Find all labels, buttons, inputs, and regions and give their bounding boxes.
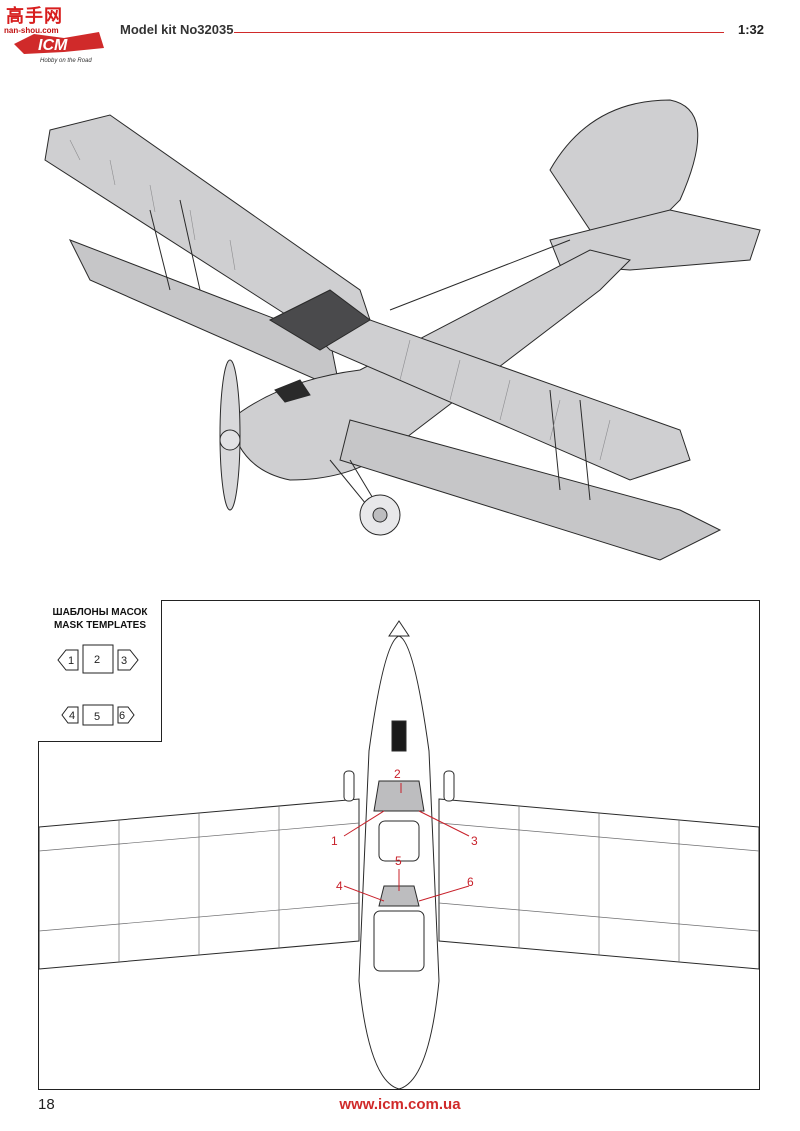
logo-text: ICM	[38, 37, 68, 54]
icm-logo-graphic: ICM Hobby on the Road	[14, 32, 104, 64]
plan-view-frame	[38, 600, 760, 1090]
header-rule	[234, 32, 724, 33]
upper-wing	[44, 114, 691, 481]
template-1	[57, 649, 79, 671]
page-header: ICM Hobby on the Road 高手网 nan-shou.com M…	[0, 0, 800, 70]
template-3	[117, 649, 139, 671]
footer-url[interactable]: www.icm.com.ua	[339, 1096, 461, 1113]
cockpit-rear	[378, 820, 420, 862]
lower-right-wing	[339, 419, 722, 561]
watermark-url: nan-shou.com	[4, 26, 59, 35]
watermark: 高手网	[6, 6, 63, 26]
kit-number: Model kit No32035	[120, 22, 234, 37]
title-ru: ШАБЛОНЫ МАСОК	[52, 607, 148, 618]
plan-view-illustration: 2 1 3 5 4 6	[39, 620, 759, 1089]
nose-plan	[388, 620, 410, 637]
template-4	[61, 706, 79, 724]
template-label-6: 6	[119, 710, 125, 722]
callout-3: 3	[471, 834, 478, 848]
logo-tagline: Hobby on the Road	[40, 58, 92, 64]
cowling-dark	[391, 720, 407, 752]
template-label-4: 4	[69, 710, 75, 722]
template-label-2: 2	[94, 654, 100, 666]
template-2	[82, 644, 114, 674]
template-5	[82, 704, 114, 726]
front-windscreen	[373, 780, 425, 812]
callout-4: 4	[336, 879, 343, 893]
center-section-dark	[268, 289, 371, 351]
page-number: 18	[38, 1096, 55, 1113]
callout-5: 5	[395, 854, 402, 868]
biplane-isometric-illustration	[44, 99, 761, 561]
title-en: MASK TEMPLATES	[53, 620, 147, 631]
tail-fin	[549, 99, 699, 241]
cockpit-aft	[373, 910, 425, 972]
mask-template-shapes: 1 2 3 4 5 6	[57, 644, 139, 726]
callout-6: 6	[467, 875, 474, 889]
mask-templates-title: ШАБЛОНЫ МАСОК MASK TEMPLATES	[38, 606, 162, 632]
template-label-3: 3	[121, 655, 127, 667]
callout-1: 1	[331, 834, 338, 848]
callout-2: 2	[394, 767, 401, 781]
spinner	[219, 429, 241, 451]
scale-label: 1:32	[737, 22, 764, 37]
mask-templates-box: ШАБЛОНЫ МАСОК MASK TEMPLATES 1 2 3 4 5 6	[38, 600, 162, 742]
template-label-1: 1	[68, 655, 74, 667]
template-6	[117, 706, 135, 724]
template-label-5: 5	[94, 711, 100, 723]
cockpit-opening	[274, 379, 311, 403]
fuselage-plan	[358, 635, 440, 1089]
icm-logo: ICM Hobby on the Road	[4, 4, 114, 64]
